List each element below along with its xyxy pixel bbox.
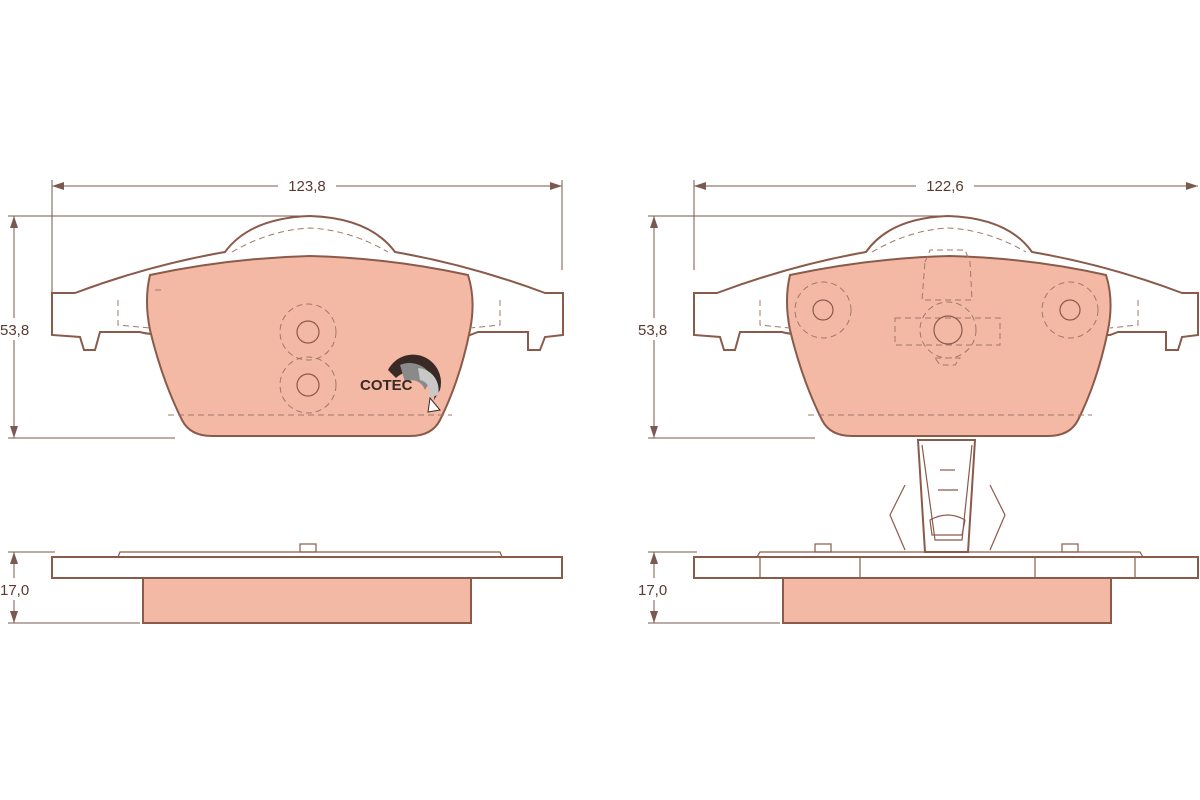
right-sensor-clip-hidden xyxy=(894,249,1001,366)
right-pad-front-view xyxy=(693,214,1199,437)
right-side-shim xyxy=(756,551,1144,558)
left-width-dimension: 123,8 xyxy=(51,174,563,300)
left-side-tab xyxy=(299,543,317,553)
left-thickness-label: 17,0 xyxy=(0,582,29,599)
right-friction-material xyxy=(786,254,1112,437)
right-left-hole-outer xyxy=(794,281,852,339)
right-hidden-edge-r xyxy=(1109,300,1139,329)
left-height-label: 53,8 xyxy=(0,322,29,339)
left-side-shim xyxy=(117,551,503,558)
right-thickness-label: 17,0 xyxy=(638,582,667,599)
right-side-tab-l xyxy=(814,543,832,553)
right-sensor-clip xyxy=(889,439,1006,553)
right-thickness-dimension: 17,0 xyxy=(636,551,780,624)
left-friction-material xyxy=(146,254,474,437)
right-pad-side-view xyxy=(693,439,1199,624)
left-lower-hole-inner xyxy=(296,373,320,397)
right-side-friction xyxy=(782,577,1112,624)
right-side-backplate xyxy=(693,556,1199,579)
right-right-hole-inner xyxy=(1059,299,1081,321)
left-hidden-edge-l xyxy=(117,300,151,329)
left-hidden-edge-r xyxy=(469,300,501,329)
right-height-label: 53,8 xyxy=(638,322,667,339)
left-upper-hole-outer xyxy=(279,303,337,361)
cotec-logo-text: COTEC xyxy=(360,377,413,394)
left-side-backplate xyxy=(51,556,563,579)
left-pad-side-view xyxy=(51,543,563,624)
left-upper-hole-inner xyxy=(296,320,320,344)
right-left-hole-inner xyxy=(812,299,834,321)
left-lower-hole-outer xyxy=(279,356,337,414)
left-height-dimension: 53,8 xyxy=(0,215,300,439)
right-width-dimension: 122,6 xyxy=(693,174,1198,270)
cotec-logo: COTEC xyxy=(360,354,441,413)
left-width-label: 123,8 xyxy=(288,178,326,195)
right-height-dimension: 53,8 xyxy=(636,215,940,439)
left-hidden-arc xyxy=(231,227,389,253)
right-hidden-arc xyxy=(871,227,1027,253)
left-side-friction xyxy=(142,577,472,624)
left-pad-front-view: COTEC xyxy=(51,214,564,437)
right-right-hole-outer xyxy=(1041,281,1099,339)
right-side-tab-r xyxy=(1061,543,1079,553)
left-thickness-dimension: 17,0 xyxy=(0,551,140,624)
right-width-label: 122,6 xyxy=(926,178,964,195)
right-hidden-edge-l xyxy=(759,300,791,329)
